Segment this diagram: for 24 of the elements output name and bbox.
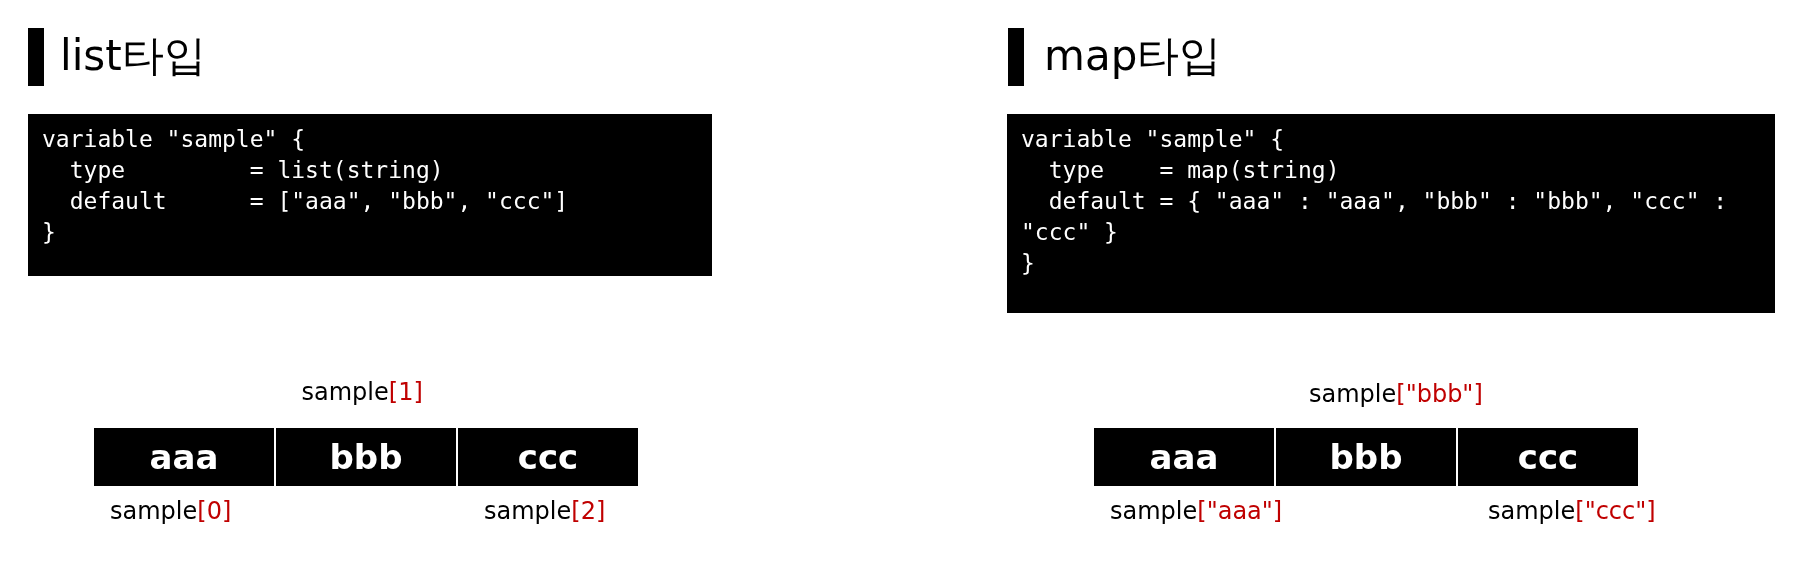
heading: map타입 <box>1044 30 1222 82</box>
array-cell: aaa <box>1094 428 1274 486</box>
code-line: default = { "aaa" : "aaa", "bbb" : "bbb", "ccc" : "ccc" } <box>1021 187 1729 247</box>
code-line: } <box>42 218 57 247</box>
code-line: variable "sample" { <box>42 125 307 154</box>
heading: list타입 <box>60 30 206 82</box>
index-label: sample[0] <box>110 497 232 525</box>
code-line: } <box>1021 249 1036 278</box>
code-block <box>28 114 712 276</box>
index-label: sample[2] <box>484 497 606 525</box>
index-label: sample["aaa"] <box>1110 497 1283 525</box>
index-label: sample["bbb"] <box>1309 380 1483 408</box>
array-cell: ccc <box>1458 428 1638 486</box>
code-line: type = map(string) <box>1047 156 1341 185</box>
array-cell: bbb <box>1276 428 1456 486</box>
code-line: default = ["aaa", "bbb", "ccc"] <box>68 187 570 216</box>
code-line: type = list(string) <box>68 156 445 185</box>
array-cell: aaa <box>94 428 274 486</box>
index-label: sample[1] <box>301 378 423 406</box>
index-label: sample["ccc"] <box>1488 497 1656 525</box>
array-cell: bbb <box>276 428 456 486</box>
code-line: variable "sample" { <box>1021 125 1286 154</box>
array-cell: ccc <box>458 428 638 486</box>
code-block <box>1007 114 1775 313</box>
